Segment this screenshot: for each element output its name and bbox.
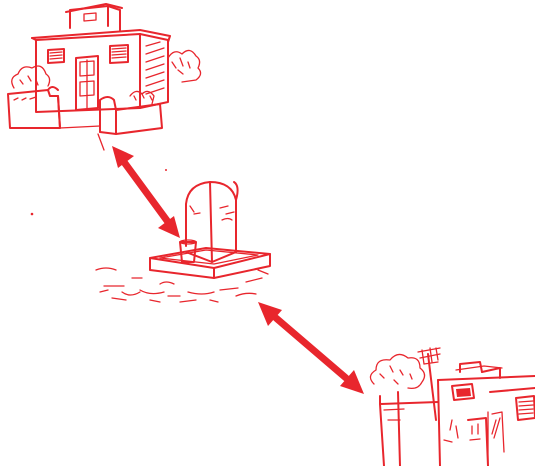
double-arrow-top-icon bbox=[112, 146, 180, 238]
house-with-antenna-icon bbox=[370, 348, 535, 466]
ink-dot bbox=[31, 213, 34, 216]
well-icon bbox=[96, 182, 270, 302]
house-top-left-icon bbox=[8, 4, 201, 150]
ink-dot bbox=[165, 169, 167, 171]
double-arrow-bottom-icon bbox=[258, 302, 364, 394]
